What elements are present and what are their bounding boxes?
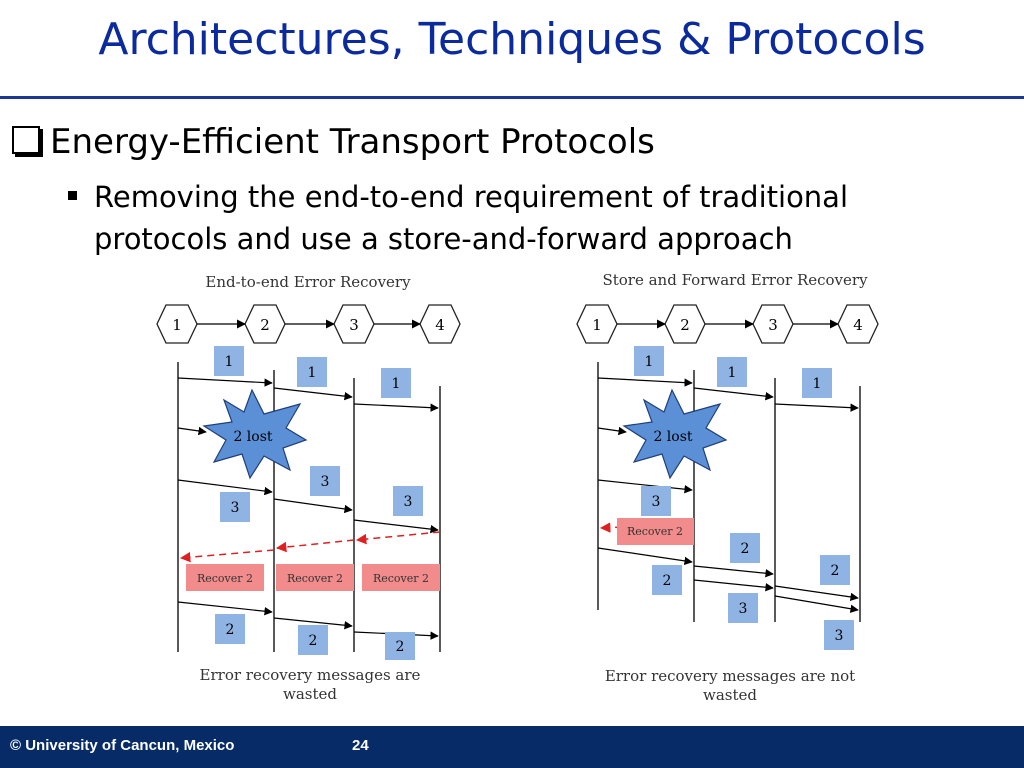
left-packet-3a: 3	[220, 492, 250, 522]
right-packet-1c: 1	[802, 368, 832, 398]
svg-text:4: 4	[853, 316, 863, 334]
left-packet-2a: 2	[215, 614, 245, 644]
svg-text:3: 3	[349, 316, 359, 334]
svg-text:Recover 2: Recover 2	[627, 525, 683, 538]
right-packet-2b: 2	[652, 565, 682, 595]
right-node-1: 1	[576, 304, 618, 344]
svg-text:1: 1	[392, 376, 401, 392]
right-packet-2c: 2	[820, 555, 850, 585]
right-packet-3c: 3	[824, 620, 854, 650]
left-packet-3c: 3	[393, 486, 423, 516]
footer-copyright: © University of Cancun, Mexico	[10, 737, 235, 754]
svg-text:1: 1	[172, 316, 182, 334]
right-packet-2a: 2	[730, 533, 760, 563]
svg-text:3: 3	[739, 601, 748, 617]
right-node-3: 3	[752, 304, 794, 344]
svg-text:2: 2	[260, 316, 270, 334]
svg-text:2: 2	[663, 573, 672, 589]
left-packet-3b: 3	[310, 466, 340, 496]
svg-text:2 lost: 2 lost	[233, 429, 272, 445]
svg-text:3: 3	[652, 494, 661, 510]
left-node-1: 1	[156, 304, 198, 344]
main-bullet: Energy-Efficient Transport Protocols	[12, 122, 655, 162]
svg-text:3: 3	[231, 500, 240, 516]
left-packet-2b: 2	[298, 625, 328, 655]
left-lost-burst: 2 lost	[202, 388, 308, 480]
left-diagram: End-to-end Error Recovery 1 2 3 4 1	[156, 273, 461, 703]
svg-text:Recover 2: Recover 2	[197, 572, 253, 585]
left-packet-1c: 1	[381, 368, 411, 398]
right-diagram: Store and Forward Error Recovery 1 2 3 4	[576, 271, 879, 704]
left-recover-3: Recover 2	[362, 564, 440, 591]
right-node-2: 2	[664, 304, 706, 344]
right-recover: Recover 2	[617, 518, 694, 545]
footer-bar: © University of Cancun, Mexico 24	[0, 726, 1024, 768]
svg-text:2: 2	[680, 316, 690, 334]
svg-text:2: 2	[309, 633, 318, 649]
svg-text:1: 1	[308, 365, 317, 381]
protocol-diagrams: End-to-end Error Recovery 1 2 3 4 1	[156, 271, 879, 704]
svg-text:2: 2	[396, 639, 405, 655]
right-diagram-title: Store and Forward Error Recovery	[602, 271, 868, 289]
left-recover-1: Recover 2	[186, 564, 264, 591]
svg-text:1: 1	[813, 376, 822, 392]
left-diagram-title: End-to-end Error Recovery	[205, 273, 411, 291]
svg-text:1: 1	[728, 365, 737, 381]
svg-text:2: 2	[226, 622, 235, 638]
svg-text:1: 1	[225, 354, 234, 370]
svg-text:2 lost: 2 lost	[653, 429, 692, 445]
right-caption-line-2: wasted	[703, 686, 757, 704]
right-lost-burst: 2 lost	[622, 388, 728, 480]
svg-text:3: 3	[321, 474, 330, 490]
svg-text:1: 1	[592, 316, 602, 334]
left-packet-2c: 2	[385, 632, 415, 660]
svg-text:3: 3	[768, 316, 778, 334]
left-caption-line-1: Error recovery messages are	[200, 666, 421, 684]
svg-text:3: 3	[835, 628, 844, 644]
left-packet-1b: 1	[297, 357, 327, 387]
svg-text:2: 2	[831, 563, 840, 579]
right-packet-1a: 1	[634, 346, 664, 376]
checkbox-bullet-icon	[12, 126, 40, 154]
right-packet-3a: 3	[641, 486, 671, 516]
left-caption-line-2: wasted	[283, 685, 337, 703]
title-divider	[0, 96, 1024, 99]
left-recover-2: Recover 2	[276, 564, 354, 591]
sub-bullet-text: Removing the end-to-end requirement of t…	[94, 180, 849, 256]
svg-text:Recover 2: Recover 2	[373, 572, 429, 585]
main-bullet-text: Energy-Efficient Transport Protocols	[50, 122, 655, 162]
left-node-3: 3	[333, 304, 375, 344]
svg-text:3: 3	[404, 494, 413, 510]
right-node-4: 4	[837, 304, 879, 344]
right-packet-3b: 3	[728, 593, 758, 623]
square-bullet-icon	[68, 191, 77, 200]
slide-title: Architectures, Techniques & Protocols	[98, 14, 926, 65]
right-packet-1b: 1	[717, 357, 747, 387]
right-caption-line-1: Error recovery messages are not	[605, 667, 855, 685]
svg-text:2: 2	[741, 541, 750, 557]
left-node-4: 4	[419, 304, 461, 344]
sub-bullet: Removing the end-to-end requirement of t…	[68, 176, 968, 260]
left-node-2: 2	[244, 304, 286, 344]
svg-text:1: 1	[645, 354, 654, 370]
svg-text:4: 4	[435, 316, 445, 334]
svg-text:Recover 2: Recover 2	[287, 572, 343, 585]
left-packet-1a: 1	[214, 346, 244, 376]
page-number: 24	[352, 737, 369, 754]
